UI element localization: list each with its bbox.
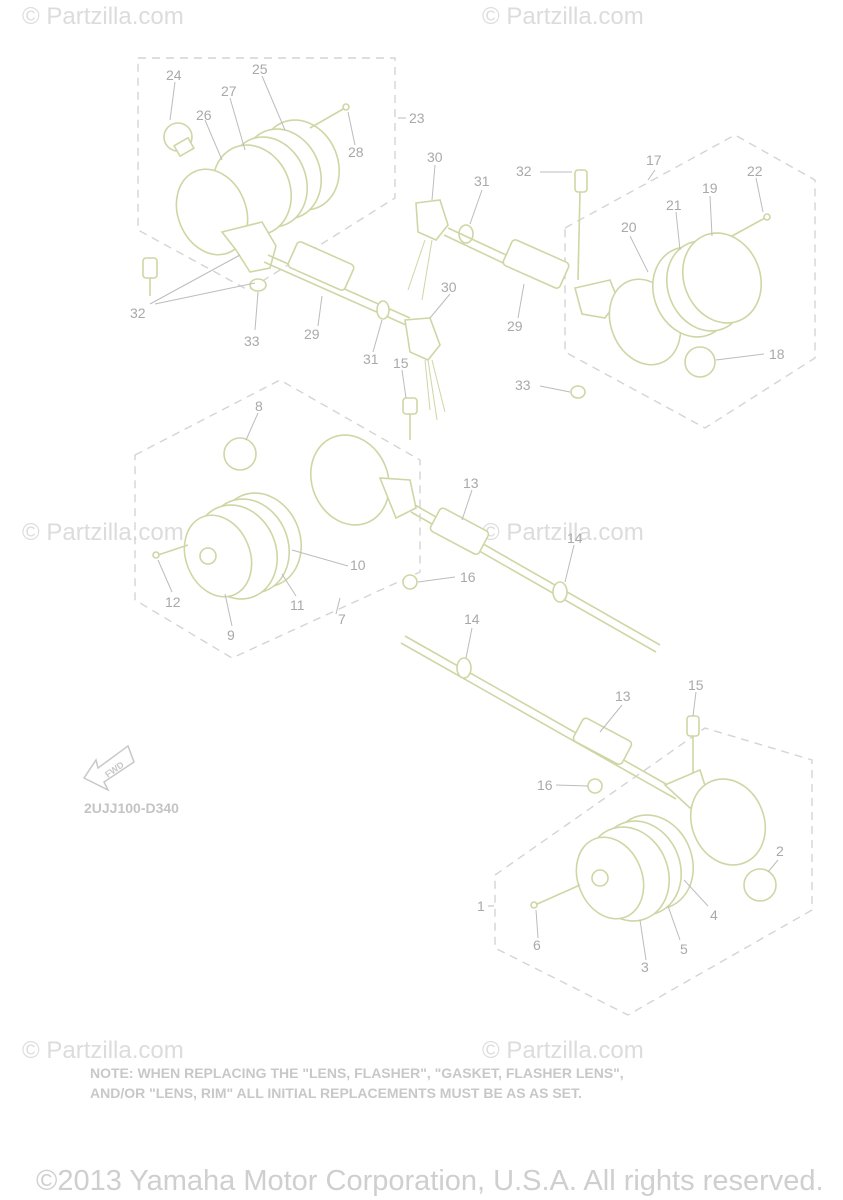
- callout-22: 22: [747, 163, 763, 179]
- callout-21: 21: [666, 197, 682, 213]
- callout-31-upper: 31: [474, 173, 490, 189]
- callout-20: 20: [621, 219, 637, 235]
- callout-15-lower: 15: [688, 677, 704, 693]
- callout-8: 8: [255, 398, 263, 414]
- callout-25: 25: [252, 61, 268, 77]
- flasher-assembly-17: [502, 169, 771, 399]
- forward-arrow-icon: FWD: [82, 744, 135, 792]
- callout-13-upper: 13: [463, 475, 479, 491]
- stem-29-left: [142, 241, 411, 326]
- watermark: © Partzilla.com: [22, 3, 184, 30]
- watermark: © Partzilla.com: [482, 1037, 644, 1064]
- callout-10: 10: [350, 557, 366, 573]
- callout-6: 6: [533, 937, 541, 953]
- watermark: © Partzilla.com: [482, 519, 644, 546]
- callout-13-lower: 13: [615, 688, 631, 704]
- diagram-code: 2UJJ100-D340: [84, 800, 179, 816]
- callout-33-left: 33: [244, 333, 260, 349]
- callout-16-lower: 16: [537, 777, 553, 793]
- callout-30-upper: 30: [427, 149, 443, 165]
- stem-13-upper: [402, 504, 661, 653]
- watermark: © Partzilla.com: [22, 519, 184, 546]
- callout-17: 17: [646, 152, 662, 168]
- leader-lines: [149, 75, 779, 961]
- callout-11: 11: [290, 597, 305, 613]
- callout-4: 4: [710, 907, 718, 923]
- flasher-assembly-23: [163, 103, 350, 273]
- callout-15-upper: 15: [393, 355, 409, 371]
- callout-30-lower: 30: [441, 279, 457, 295]
- callout-14-upper: 14: [567, 530, 583, 546]
- callout-2: 2: [776, 843, 784, 859]
- flasher-assembly-7: [152, 434, 417, 600]
- flasher-assembly-1: [530, 715, 777, 922]
- copyright: ©2013 Yamaha Motor Corporation, U.S.A. A…: [36, 1165, 824, 1197]
- wire-harness-30-lower: [402, 317, 446, 440]
- callout-32-lower: 32: [130, 305, 146, 321]
- callout-18: 18: [769, 346, 785, 362]
- assembly-outline-23: [137, 57, 396, 291]
- callout-3: 3: [641, 959, 649, 975]
- callout-28: 28: [348, 144, 364, 160]
- callout-5: 5: [680, 941, 688, 957]
- note-line-2: AND/OR "LENS, RIM" ALL INITIAL REPLACEME…: [90, 1085, 582, 1101]
- callout-1: 1: [477, 898, 485, 914]
- callout-31-lower: 31: [363, 351, 379, 367]
- watermark: © Partzilla.com: [22, 1037, 184, 1064]
- note-line-1: NOTE: WHEN REPLACING THE "LENS, FLASHER"…: [90, 1065, 624, 1081]
- callout-33-right: 33: [515, 377, 531, 393]
- callout-12: 12: [165, 594, 181, 610]
- watermark: © Partzilla.com: [482, 3, 644, 30]
- callout-labels: 24 25 27 26 23 28 30 31 32 17 22 19 21 2…: [130, 61, 785, 975]
- assembly-outline-17: [564, 134, 816, 429]
- callout-27: 27: [221, 83, 237, 99]
- callout-16-upper: 16: [460, 569, 476, 585]
- callout-29-left: 29: [304, 326, 320, 342]
- callout-23: 23: [409, 110, 425, 126]
- callout-9: 9: [227, 627, 235, 643]
- assembly-outline-7: [134, 379, 421, 659]
- callout-29-right: 29: [507, 318, 523, 334]
- callout-24: 24: [166, 67, 182, 83]
- callout-26: 26: [196, 107, 212, 123]
- callout-19: 19: [702, 180, 718, 196]
- stem-13-lower: [400, 635, 681, 800]
- callout-7: 7: [338, 611, 346, 627]
- callout-14-lower: 14: [464, 611, 480, 627]
- assembly-outline-1: [494, 727, 813, 1016]
- callout-32-upper: 32: [516, 163, 532, 179]
